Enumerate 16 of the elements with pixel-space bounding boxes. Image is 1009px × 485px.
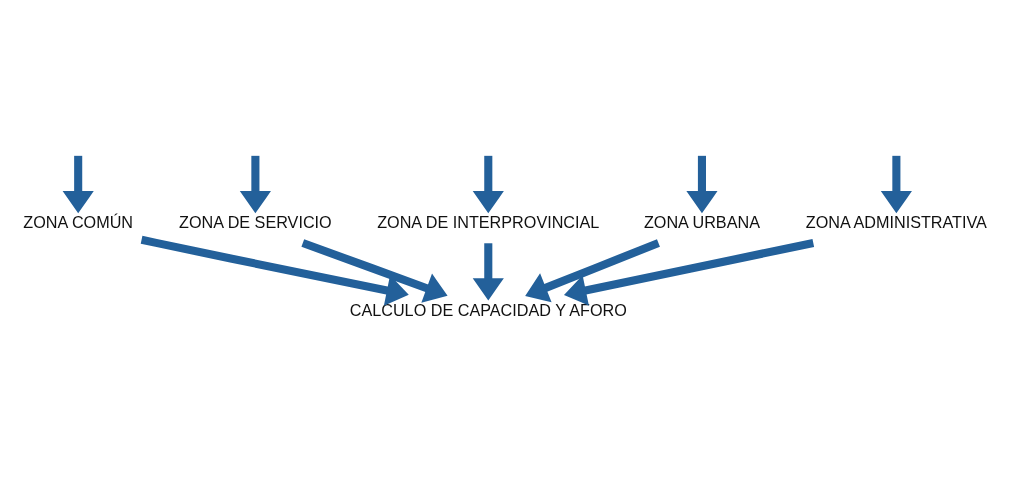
node-text: ZONA ADMINISTRATIVA xyxy=(805,213,987,232)
node-text: ZONA DE SERVICIO xyxy=(178,213,332,232)
arrow xyxy=(563,239,814,306)
arrow xyxy=(472,155,504,214)
arrow xyxy=(239,155,271,214)
arrow xyxy=(472,243,504,301)
node-text: ZONA URBANA xyxy=(643,213,760,232)
arrow xyxy=(524,239,660,303)
node-text: ZONA DE INTERPROVINCIAL xyxy=(376,213,599,232)
arrow xyxy=(140,235,409,306)
arrow xyxy=(300,239,448,303)
arrow xyxy=(62,155,94,214)
node-text: CALCULO DE CAPACIDAD Y AFORO xyxy=(349,300,627,319)
arrow xyxy=(685,155,718,214)
arrow xyxy=(880,155,912,214)
node-text: ZONA COMÚN xyxy=(22,213,133,232)
